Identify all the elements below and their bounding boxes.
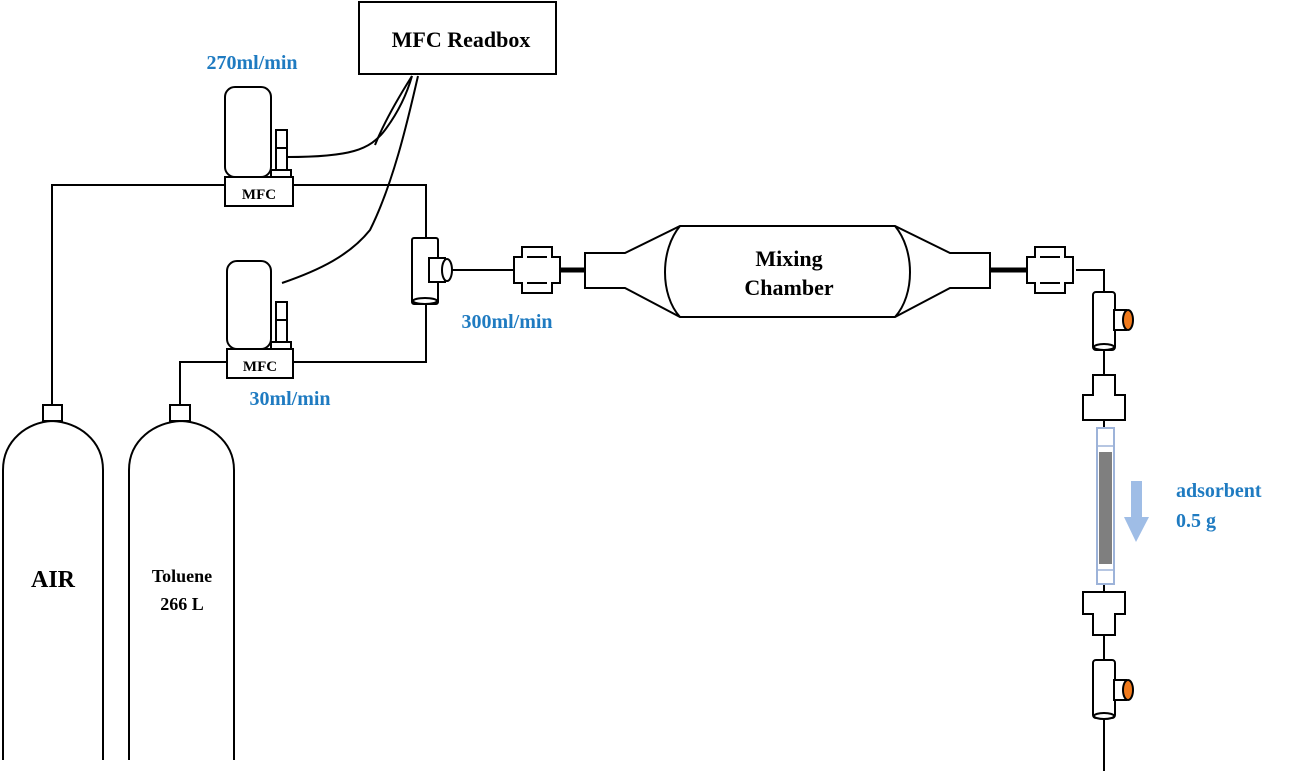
cylinder-air-label: AIR (31, 567, 76, 593)
tee-junction (411, 237, 453, 305)
readbox-label: MFC Readbox (392, 27, 531, 52)
mfc-bottom-connector (275, 301, 288, 343)
union-fitting-inlet-shape (513, 246, 561, 294)
readbox-cables (281, 75, 419, 284)
tee-bottom-rim (412, 297, 438, 305)
mfc-bottom-base (226, 348, 294, 379)
cylinder-toluene-body (128, 419, 235, 760)
adsorbent-label: adsorbent (1176, 480, 1262, 502)
bottom-mfc-cable (281, 75, 419, 284)
cylinder-toluene-valve (169, 404, 191, 422)
mixing-chamber-left-cap (664, 225, 681, 318)
top-mfc-cable (286, 75, 413, 158)
mixing-chamber-label-line2: Chamber (744, 275, 833, 300)
bottom-mfc-outlet-line (293, 304, 427, 363)
valve-lower-rim (1093, 712, 1115, 720)
union-fitting-column-bottom (1082, 591, 1126, 636)
mfc-bottom-connector-base (270, 341, 292, 350)
tubing (51, 184, 1105, 771)
valve-upper-body (1092, 291, 1116, 351)
valve-upper-rim (1093, 343, 1115, 351)
cylinder-air-valve (42, 404, 63, 422)
mfc-bottom: MFC (226, 260, 294, 379)
adsorbent-mass: 0.5 g (1176, 510, 1216, 532)
arrow-shaft (1131, 481, 1142, 519)
mixing-chamber (584, 225, 991, 318)
union-fitting-outlet-shape (1026, 246, 1074, 294)
cylinder-toluene-label: Toluene (152, 566, 212, 586)
mixed-flow-rate: 300ml/min (461, 311, 552, 333)
mfc-top: MFC (224, 86, 294, 207)
mfc-bottom-label: MFC (243, 359, 277, 375)
mixing-chamber-right-cap (894, 225, 911, 318)
union-fitting-outlet (1026, 246, 1074, 294)
outlet-line-1 (1076, 269, 1105, 292)
mfc-top-connector-base (270, 169, 292, 178)
adsorbent-column (1096, 427, 1115, 585)
arrow-head (1124, 517, 1149, 542)
union-fitting-column-top-shape (1082, 374, 1126, 421)
union-fitting-column-bottom-shape (1082, 591, 1126, 636)
mfc-bottom-flow-rate: 30ml/min (249, 388, 330, 410)
mfc-top-base (224, 176, 294, 207)
mixing-chamber-label-line1: Mixing (755, 246, 822, 271)
cylinder-air-body (2, 419, 104, 760)
cylinder-toluene-volume: 266 L (160, 594, 204, 614)
toluene-line (179, 361, 227, 405)
cable-loop (374, 75, 413, 146)
cylinder-toluene (128, 404, 235, 760)
mfc-readbox: MFC Readbox (358, 1, 557, 75)
mfc-top-flow-rate: 270ml/min (206, 52, 297, 74)
valve-lower-body (1092, 659, 1116, 719)
mixing-chamber-outline (584, 225, 991, 318)
flow-direction-arrow-icon (1124, 481, 1149, 542)
valve-upper-knob (1122, 309, 1134, 331)
union-fitting-inlet (513, 246, 561, 294)
top-mfc-outlet-line (293, 184, 427, 238)
cylinder-air (2, 404, 104, 760)
mfc-top-label: MFC (242, 187, 276, 203)
valve-lower-knob (1122, 679, 1134, 701)
union-fitting-column-top (1082, 374, 1126, 421)
valve-upper (1092, 291, 1134, 351)
readbox-frame (358, 1, 557, 75)
mfc-top-connector (275, 129, 288, 171)
mfc-top-body (224, 86, 272, 178)
adsorbent-bed (1099, 452, 1112, 564)
mfc-bottom-body (226, 260, 272, 350)
tee-side-port-cap (441, 258, 453, 282)
air-line (51, 184, 225, 405)
valve-lower (1092, 659, 1134, 720)
